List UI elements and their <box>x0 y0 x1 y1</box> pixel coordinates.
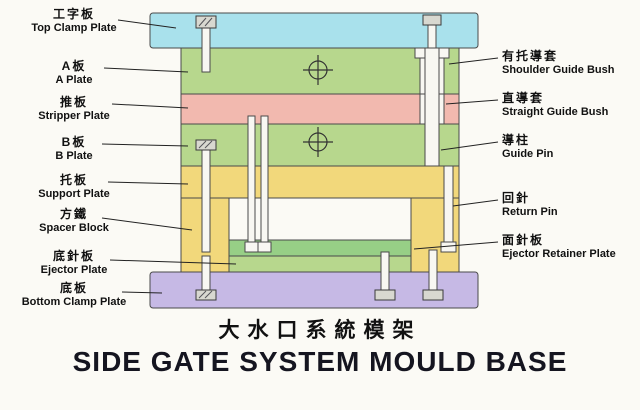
screw-head-hatch <box>198 140 207 149</box>
label-spacer-block-en: Spacer Block <box>39 222 109 234</box>
guide-pin-shape <box>424 47 440 167</box>
stripper-plate-shape <box>180 93 460 125</box>
label-ejector-plate-en: Ejector Plate <box>40 264 108 276</box>
screw-head-hatch <box>204 290 213 299</box>
label-a-plate-zh: A板 <box>61 59 87 73</box>
clamp-screw-shaft <box>201 27 211 73</box>
screw-section-icon <box>303 127 333 157</box>
label-straight-guide-bush-en: Straight Guide Bush <box>502 106 609 118</box>
leader-line <box>101 217 193 231</box>
label-b-plate-en: B Plate <box>55 150 93 162</box>
label-support-plate-zh: 托板 <box>59 173 88 187</box>
leader-line <box>452 199 499 207</box>
leader-line <box>448 57 499 65</box>
label-support-plate: 托板 Support Plate <box>0 174 148 201</box>
b-plate-shape <box>180 123 460 167</box>
ejector-pin-shaft <box>260 115 269 243</box>
label-guide-pin-en: Guide Pin <box>502 148 554 160</box>
label-shoulder-guide-bush-zh: 有托導套 <box>502 49 559 63</box>
screw-head-hatch <box>198 17 207 27</box>
bottom-bolt-shaft <box>380 251 390 291</box>
label-b-plate-zh: B板 <box>61 135 87 149</box>
screw-head-hatch <box>204 17 213 27</box>
return-pin-shaft <box>443 165 454 243</box>
label-support-plate-en: Support Plate <box>38 188 110 200</box>
bottom-bolt-head <box>195 289 217 301</box>
screw-head-hatch <box>204 140 213 149</box>
leader-line <box>109 259 237 265</box>
ejector-pin-shaft <box>247 115 256 243</box>
label-return-pin: 回針 Return Pin <box>502 192 640 219</box>
screw-section-icon <box>303 55 333 85</box>
label-shoulder-guide-bush-en: Shoulder Guide Bush <box>502 64 615 76</box>
label-ejector-plate-zh: 底針板 <box>52 249 95 263</box>
label-straight-guide-bush: 直導套 Straight Guide Bush <box>502 92 640 119</box>
label-return-pin-en: Return Pin <box>502 206 558 218</box>
bottom-bolt-shaft <box>428 249 438 291</box>
label-top-clamp-plate-zh: 工字板 <box>52 7 95 21</box>
guide-bolt-shaft <box>427 24 437 50</box>
support-screw-shaft <box>201 149 211 253</box>
label-guide-pin: 導柱 Guide Pin <box>502 134 640 161</box>
label-bottom-clamp-plate-zh: 底板 <box>59 281 88 295</box>
label-a-plate-en: A Plate <box>55 74 93 86</box>
support-plate-shape <box>180 165 460 199</box>
leader-line <box>107 181 189 185</box>
leader-line <box>440 141 499 151</box>
label-ejector-retainer-plate-en: Ejector Retainer Plate <box>502 248 616 260</box>
bottom-bolt-head <box>374 289 396 301</box>
bottom-bolt-shaft <box>201 255 211 291</box>
leader-line <box>117 19 177 29</box>
label-stripper-plate-en: Stripper Plate <box>38 110 110 122</box>
label-top-clamp-plate: 工字板 Top Clamp Plate <box>0 8 148 35</box>
label-guide-pin-zh: 導柱 <box>502 133 531 147</box>
title-chinese: 大水口系統模架 <box>218 319 422 342</box>
ejector-pin-head <box>244 241 259 253</box>
label-stripper-plate: 推板 Stripper Plate <box>0 96 148 123</box>
leader-line <box>111 103 189 109</box>
leader-line <box>101 143 189 147</box>
leader-line <box>103 67 189 73</box>
label-a-plate: A板 A Plate <box>0 60 148 87</box>
label-straight-guide-bush-zh: 直導套 <box>502 91 545 105</box>
leader-line <box>413 241 499 250</box>
label-ejector-plate: 底針板 Ejector Plate <box>0 250 148 277</box>
title-english: SIDE GATE SYSTEM MOULD BASE <box>72 346 568 377</box>
guide-bolt-head <box>422 14 442 26</box>
ejector-pin-head <box>257 241 272 253</box>
label-stripper-plate-zh: 推板 <box>59 95 88 109</box>
label-shoulder-guide-bush: 有托導套 Shoulder Guide Bush <box>502 50 640 77</box>
label-ejector-retainer-plate: 面針板 Ejector Retainer Plate <box>502 234 640 261</box>
leader-line <box>445 99 499 105</box>
label-spacer-block: 方鐵 Spacer Block <box>0 208 148 235</box>
bottom-bolt-head <box>422 289 444 301</box>
support-screw-head <box>195 139 217 151</box>
label-bottom-clamp-plate: 底板 Bottom Clamp Plate <box>0 282 148 309</box>
label-b-plate: B板 B Plate <box>0 136 148 163</box>
label-ejector-retainer-plate-zh: 面針板 <box>502 233 545 247</box>
label-spacer-block-zh: 方鐵 <box>59 207 88 221</box>
label-return-pin-zh: 回針 <box>502 191 531 205</box>
screw-head-hatch <box>198 290 207 299</box>
clamp-screw-head <box>195 15 217 29</box>
label-top-clamp-plate-en: Top Clamp Plate <box>31 22 117 34</box>
leader-line <box>121 291 163 294</box>
label-bottom-clamp-plate-en: Bottom Clamp Plate <box>21 296 127 308</box>
